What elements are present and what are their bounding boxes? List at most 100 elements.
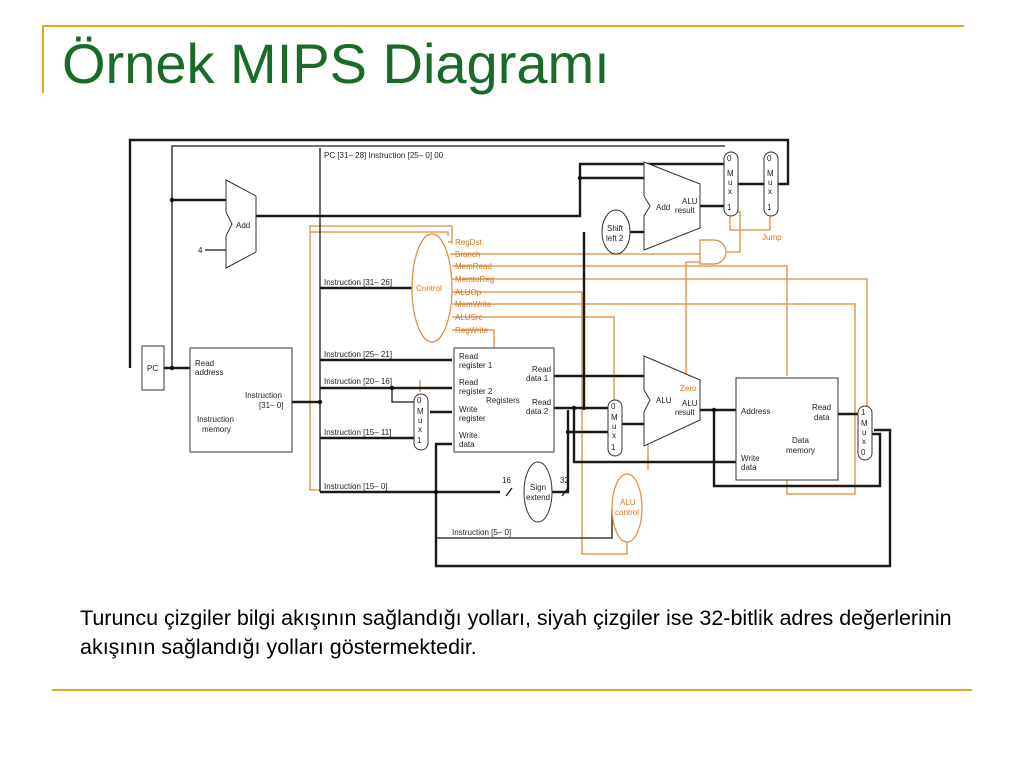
main-alu [643, 355, 701, 447]
shift-left-unit [601, 209, 631, 255]
svg-text:0: 0 [727, 154, 732, 163]
signal-memwrite-label: MemWrite [455, 300, 492, 309]
reg-writedata-label-1: Write [459, 431, 478, 440]
branch-result-label-2: result [675, 206, 695, 215]
dmem-address-label: Address [741, 407, 770, 416]
reg-read2-label-1: Read [459, 378, 478, 387]
field-15-0-label: Instruction [15– 0] [324, 482, 388, 491]
svg-text:1: 1 [417, 436, 422, 445]
alu-control-label-1: ALU [620, 498, 636, 507]
svg-text:x: x [728, 187, 732, 196]
sign-extend-label-2: extend [526, 493, 550, 502]
alu-control-label-2: control [615, 508, 639, 517]
dmem-readdata-label-1: Read [812, 403, 831, 412]
imem-read-label-2: address [195, 368, 223, 377]
reg-read2-label-2: register 2 [459, 387, 493, 396]
control-signal-labels: RegDst Branch MemRead MemtoReg ALUOp Mem… [455, 238, 494, 335]
field-20-16-label: Instruction [20– 16] [324, 377, 392, 386]
wire-junctions [169, 175, 717, 495]
signal-regdst-label: RegDst [455, 238, 482, 247]
signal-memtoreg-label: MemtoReg [455, 275, 494, 284]
alu-result-label-1: ALU [682, 399, 698, 408]
dmem-writedata-label-1: Write [741, 454, 760, 463]
slide-title: Örnek MIPS Diagramı [62, 32, 610, 95]
signal-aluop-label: ALUOp [455, 288, 482, 297]
pc-adder [225, 179, 257, 269]
imem-instruction-label-2: [31– 0] [259, 401, 283, 410]
svg-text:M: M [861, 419, 868, 428]
slide-caption: Turuncu çizgiler bilgi akışının sağlandı… [80, 606, 952, 659]
top-rule [44, 25, 964, 27]
alusrc-mux: 0 M u x 1 [607, 399, 623, 457]
pc-register [141, 345, 165, 391]
pc-jump-field-label: PC [31– 28] Instruction [25– 0] 00 [324, 151, 444, 160]
reg-readdata2-label-2: data 2 [526, 407, 549, 416]
data-memory [735, 377, 839, 481]
control-label: Control [416, 284, 442, 293]
data-path-wires [128, 138, 892, 568]
reg-read1-label-2: register 1 [459, 361, 493, 370]
svg-text:0: 0 [611, 402, 616, 411]
branch-mux: 0 M u x 1 [723, 151, 739, 217]
svg-text:0: 0 [417, 396, 422, 405]
dmem-name-label-2: memory [786, 446, 815, 455]
dmem-readdata-label-2: data [814, 413, 830, 422]
imem-read-label-1: Read [195, 359, 214, 368]
signal-memread-label: MemRead [455, 262, 492, 271]
jump-label: Jump [762, 233, 782, 242]
svg-text:x: x [418, 425, 422, 434]
svg-text:M: M [727, 169, 734, 178]
pc-label: PC [147, 364, 158, 373]
field-31-26-label: Instruction [31– 26] [324, 278, 392, 287]
svg-text:u: u [728, 178, 732, 187]
branch-result-label-1: ALU [682, 197, 698, 206]
svg-text:0: 0 [861, 448, 866, 457]
sign-extend-unit [523, 461, 553, 523]
instruction-memory [189, 347, 293, 453]
dmem-name-label-1: Data [792, 436, 809, 445]
svg-text:u: u [862, 428, 866, 437]
field-15-11-label: Instruction [15– 11] [324, 428, 391, 437]
reg-write-label-1: Write [459, 405, 478, 414]
reg-write-label-2: register [459, 414, 486, 423]
bus-width-ticks [505, 487, 569, 497]
left-rule [42, 25, 44, 93]
imem-name-label-2: memory [202, 425, 231, 434]
imem-name-label-1: Instruction [197, 415, 234, 424]
svg-text:M: M [767, 169, 774, 178]
alu-zero-label: Zero [680, 384, 697, 393]
reg-writedata-label-2: data [459, 440, 475, 449]
sign-extend-out-bits: 32 [560, 476, 569, 485]
branch-add-label: Add [656, 203, 670, 212]
shift-left-label-1: Shift [607, 224, 624, 233]
reg-readdata1-label-2: data 1 [526, 374, 549, 383]
svg-text:1: 1 [767, 203, 772, 212]
reg-read1-label-1: Read [459, 352, 478, 361]
svg-text:u: u [612, 422, 616, 431]
dmem-writedata-label-2: data [741, 463, 757, 472]
svg-text:x: x [862, 437, 866, 446]
svg-text:u: u [768, 178, 772, 187]
register-file [453, 347, 555, 453]
signal-branch-label: Branch [455, 250, 480, 259]
svg-text:x: x [768, 187, 772, 196]
jump-mux: 0 M u x 1 [763, 151, 779, 217]
pc-adder-label: Add [236, 221, 250, 230]
branch-and-gate [699, 239, 727, 265]
sign-extend-label-1: Sign [530, 483, 546, 492]
alu-control-unit [611, 473, 643, 543]
svg-text:M: M [611, 413, 618, 422]
control-unit [411, 233, 453, 343]
svg-text:1: 1 [861, 408, 866, 417]
reg-name-label: Registers [486, 396, 520, 405]
field-25-21-label: Instruction [25– 21] [324, 350, 392, 359]
svg-text:M: M [417, 407, 424, 416]
memtoreg-mux: 1 M u x 0 [857, 405, 873, 461]
svg-text:0: 0 [767, 154, 772, 163]
alu-result-label-2: result [675, 408, 695, 417]
main-alu-label: ALU [656, 396, 672, 405]
reg-readdata1-label-1: Read [532, 365, 551, 374]
shift-left-label-2: left 2 [606, 234, 624, 243]
sign-extend-in-bits: 16 [502, 476, 511, 485]
